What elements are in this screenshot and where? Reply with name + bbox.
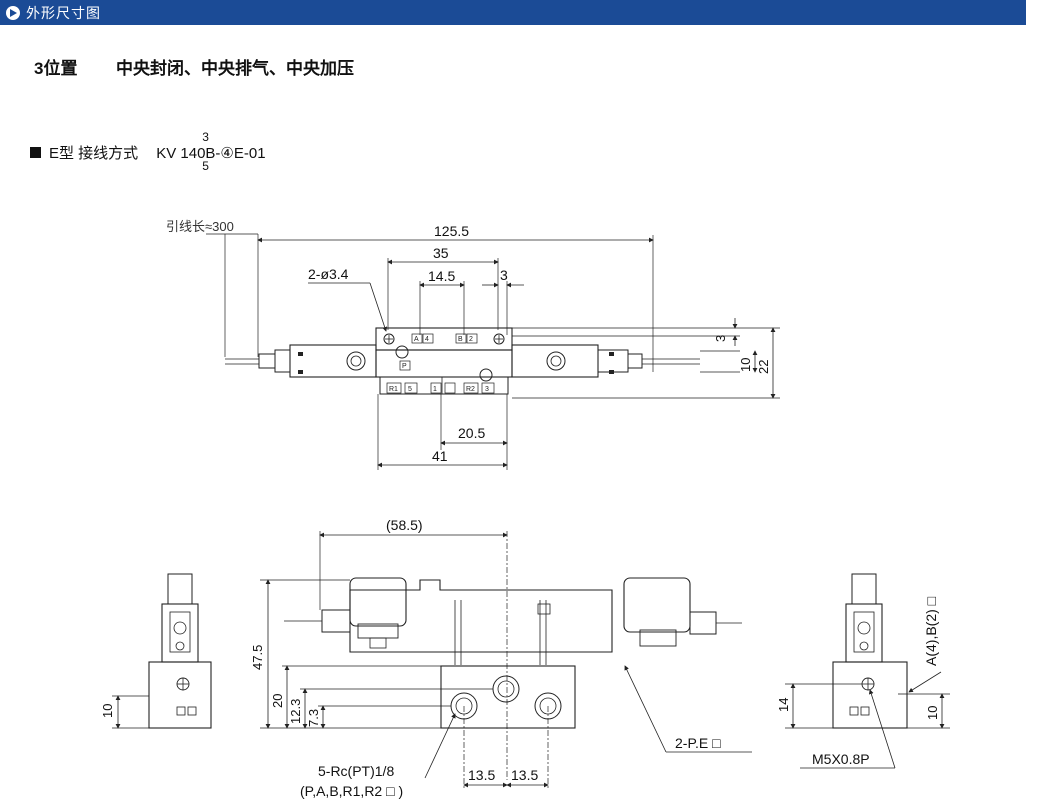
model-part-left: KV 1 <box>156 144 189 162</box>
top-view: 引线长≈300 125.5 35 14.5 3 2-ø3.4 <box>166 219 780 470</box>
port-label-p: P <box>402 363 407 370</box>
dim-47-5: 47.5 <box>250 645 265 670</box>
bullet-square-icon <box>30 147 41 158</box>
model-number: KV 140B-④E-01 3 5 <box>156 130 266 173</box>
port-label-3: 3 <box>485 386 489 393</box>
dim-20-5: 20.5 <box>458 425 485 441</box>
dim-3-side: 3 <box>713 335 728 342</box>
variants-label: 中央封闭、中央排气、中央加压 <box>116 59 354 78</box>
model-part-mid: 4 <box>188 144 198 162</box>
banner-title: 外形尺寸图 <box>26 4 101 21</box>
wiring-row: E型 接线方式 KV 140B-④E-01 3 5 <box>30 130 266 173</box>
right-dim-14: 14 <box>776 698 791 712</box>
dim-10: 10 <box>738 358 753 372</box>
model-superscript: 3 <box>202 129 209 144</box>
left-side-view: 10 <box>100 573 212 729</box>
callout-ports-list: (P,A,B,R1,R2 □ ) <box>300 783 403 799</box>
dim-overall: 125.5 <box>434 223 469 239</box>
dim-41: 41 <box>432 448 448 464</box>
dim-58-5: (58.5) <box>386 517 423 533</box>
port-label-r2: R2 <box>466 386 475 393</box>
left-dim-10: 10 <box>100 704 115 718</box>
position-label: 3位置 <box>34 59 78 78</box>
callout-m5: M5X0.8P <box>812 751 870 767</box>
right-dim-10: 10 <box>925 706 940 720</box>
arrow-right-icon <box>6 5 20 20</box>
model-part-right: 0B-④E-01 <box>197 144 266 162</box>
callout-pe: 2-P.E □ <box>675 735 721 751</box>
section-title: 3位置 中央封闭、中央排气、中央加压 <box>34 54 354 79</box>
dim-12-3: 12.3 <box>288 699 303 724</box>
port-label-5: 5 <box>408 386 412 393</box>
dim-3-top: 3 <box>500 267 508 283</box>
port-label-b: B <box>458 336 463 343</box>
callout-ab: A(4),B(2) □ <box>923 596 939 666</box>
port-label-1: 1 <box>433 386 437 393</box>
wiring-type-label: E型 接线方式 <box>49 145 139 162</box>
dim-7-3: 7.3 <box>306 709 321 727</box>
port-label-4: 4 <box>425 336 429 343</box>
dim-holes: 2-ø3.4 <box>308 266 349 282</box>
lead-length-label: 引线长≈300 <box>166 219 234 234</box>
dim-13-5-b: 13.5 <box>511 767 538 783</box>
dim-20: 20 <box>270 694 285 708</box>
front-view: (58.5) 47.5 20 <box>250 517 752 799</box>
port-label-r1: R1 <box>389 386 398 393</box>
port-label-2: 2 <box>469 336 473 343</box>
dim-13-5-a: 13.5 <box>468 767 495 783</box>
port-label-a: A <box>414 336 419 343</box>
right-side-view: 14 10 A(4),B(2) □ M5X0.8P <box>776 573 950 769</box>
dim-14-5: 14.5 <box>428 268 455 284</box>
model-subscript: 5 <box>202 158 209 173</box>
callout-ports: 5-Rc(PT)1/8 <box>318 763 394 779</box>
dim-35: 35 <box>433 245 449 261</box>
section-banner: 外形尺寸图 <box>0 0 1026 25</box>
dim-22: 22 <box>756 360 771 374</box>
